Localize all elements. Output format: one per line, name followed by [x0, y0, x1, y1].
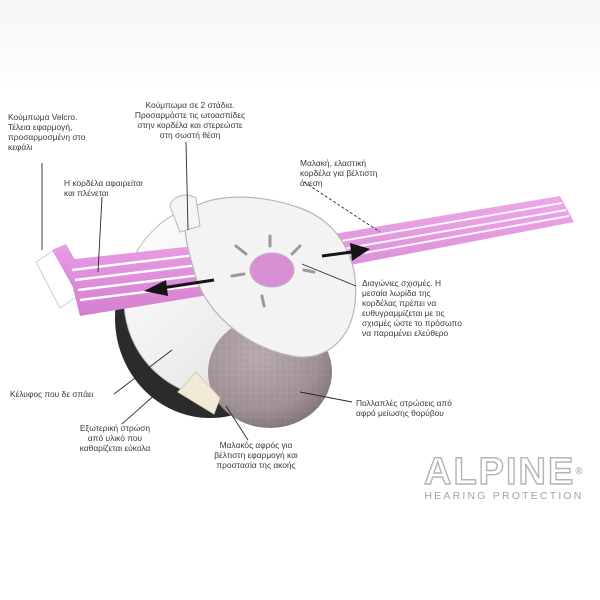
label-foam-layers: Πολλαπλές στρώσεις από αφρό μείωσης θορύ… [356, 398, 452, 418]
label-soft-foam: Μαλακός αφρός για βέλτιστη εφαρμογή και … [196, 440, 316, 470]
label-shell: Κέλυφος που δε σπάει [10, 389, 94, 399]
alpine-logo: ALPINE® HEARING PROTECTION [424, 452, 584, 502]
label-diagonal-slots: Διαγώνιες σχισμές. Η μεσαία λωρίδα της κ… [362, 278, 462, 338]
logo-tagline: HEARING PROTECTION [424, 490, 584, 502]
logo-wordmark: ALPINE® [424, 452, 584, 492]
label-soft-band: Μαλακή, ελαστική κορδέλα για βέλτιστη άν… [300, 158, 377, 188]
leader-outer-layer [122, 392, 158, 424]
label-velcro: Κούμπωμα Velcro. Τέλεια εφαρμογή, προσαρ… [8, 112, 85, 152]
label-outer-layer: Εξωτερική στρώση από υλικό που καθαρίζετ… [60, 423, 170, 453]
label-band-removable: Η κορδέλα αφαιρείται και πλένεται [64, 178, 143, 198]
label-two-stage: Κούμπωμα σε 2 στάδια. Προσαρμόστε τις ωτ… [130, 100, 250, 140]
